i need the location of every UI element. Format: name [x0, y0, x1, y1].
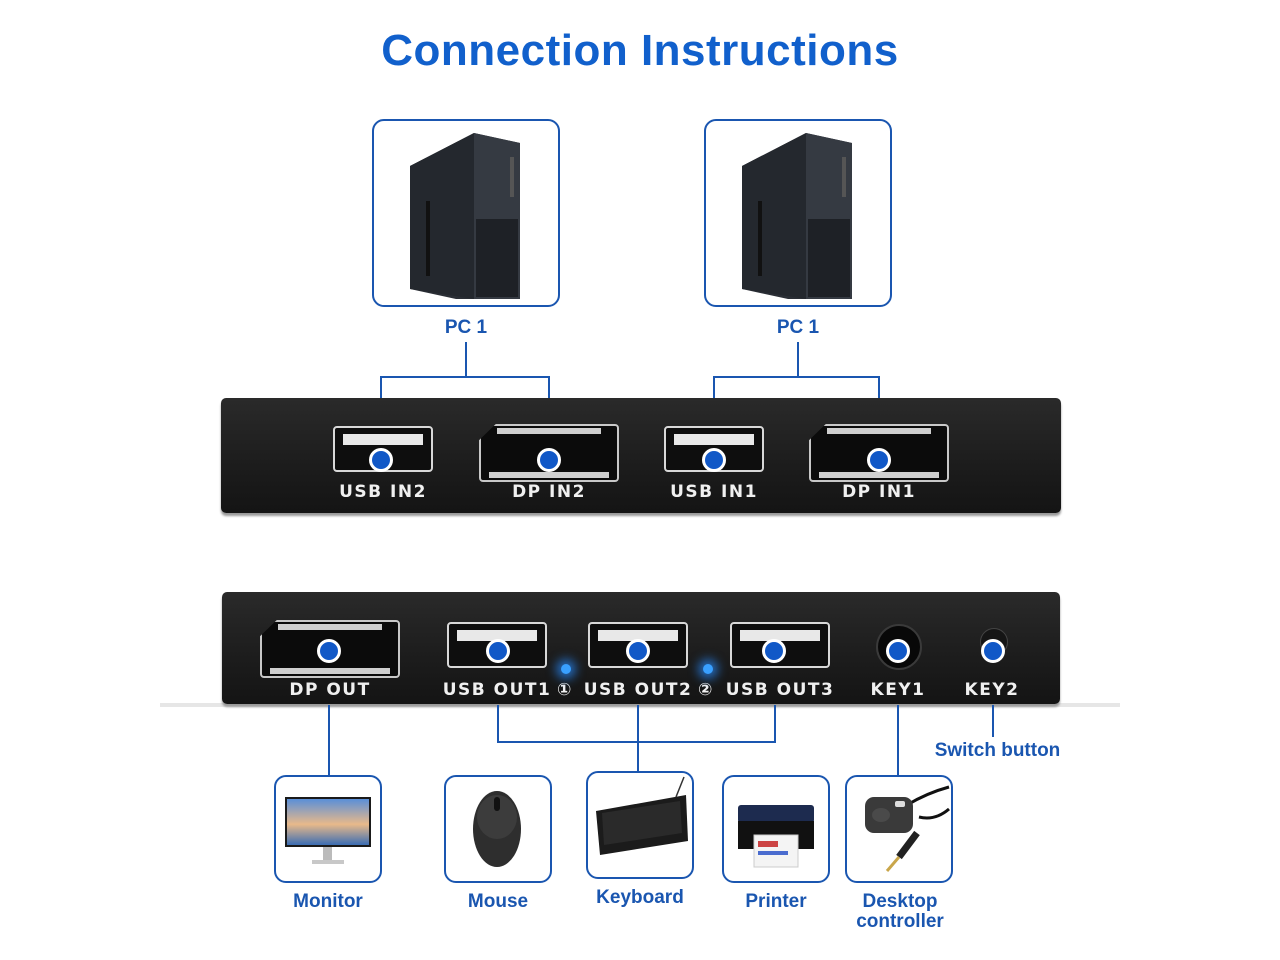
connector-line — [897, 705, 899, 775]
pc-1-card — [372, 119, 560, 307]
keyboard-label: Keyboard — [596, 887, 684, 908]
port-label: USB IN1 — [670, 482, 758, 502]
port-label: USB IN2 — [339, 482, 427, 502]
pc-tower-icon — [410, 133, 520, 299]
page-title: Connection Instructions — [381, 26, 899, 75]
switch-button-label: Switch button — [934, 740, 1061, 761]
connector-line — [774, 705, 776, 742]
pc-1-label: PC 1 — [444, 317, 488, 338]
connector-line — [380, 376, 550, 378]
printer-label: Printer — [745, 891, 807, 912]
mouse-label: Mouse — [467, 891, 529, 912]
desktop-controller-label: Desktop controller — [856, 891, 944, 932]
mouse-card — [444, 775, 552, 883]
connection-point — [886, 639, 910, 663]
indicator-2-label: ② — [698, 680, 714, 700]
pc-tower-icon — [742, 133, 852, 299]
connector-line — [328, 705, 330, 775]
connection-point — [486, 639, 510, 663]
connection-point — [702, 448, 726, 472]
pc-2-card — [704, 119, 892, 307]
port-label: USB OUT3 — [725, 680, 835, 700]
connection-point — [537, 448, 561, 472]
dp-in2-port[interactable] — [479, 424, 619, 482]
connection-point — [626, 639, 650, 663]
connector-line — [497, 705, 499, 742]
keyboard-icon — [596, 776, 688, 855]
connector-line — [713, 376, 880, 378]
printer-icon — [738, 805, 814, 868]
led-indicator-1 — [561, 664, 571, 674]
connection-point — [867, 448, 891, 472]
port-label: KEY1 — [870, 680, 926, 700]
monitor-icon — [285, 797, 371, 864]
connector-line — [497, 741, 776, 743]
port-label: KEY2 — [964, 680, 1020, 700]
port-label: USB OUT1 — [442, 680, 552, 700]
kvm-input-panel: USB IN2 DP IN2 USB IN1 DP IN1 — [221, 398, 1061, 513]
mouse-icon — [473, 791, 521, 867]
led-indicator-2 — [703, 664, 713, 674]
connection-point — [317, 639, 341, 663]
pc-2-label: PC 1 — [776, 317, 820, 338]
port-label: DP IN1 — [842, 482, 916, 502]
connector-line — [637, 705, 639, 772]
keyboard-card — [586, 771, 694, 879]
desktop-controller-card — [845, 775, 953, 883]
port-label: DP IN2 — [512, 482, 586, 502]
connector-line — [992, 705, 994, 737]
connection-point — [981, 639, 1005, 663]
port-label: USB OUT2 — [583, 680, 693, 700]
monitor-label: Monitor — [293, 891, 363, 912]
connection-point — [369, 448, 393, 472]
connector-line — [465, 342, 467, 377]
connection-point — [762, 639, 786, 663]
monitor-card — [274, 775, 382, 883]
port-label: DP OUT — [289, 680, 371, 700]
shelf-shadow — [160, 703, 1120, 707]
indicator-1-label: ① — [557, 680, 573, 700]
desktop-controller-icon — [865, 785, 950, 872]
dp-in1-port[interactable] — [809, 424, 949, 482]
printer-card — [722, 775, 830, 883]
connector-line — [797, 342, 799, 377]
